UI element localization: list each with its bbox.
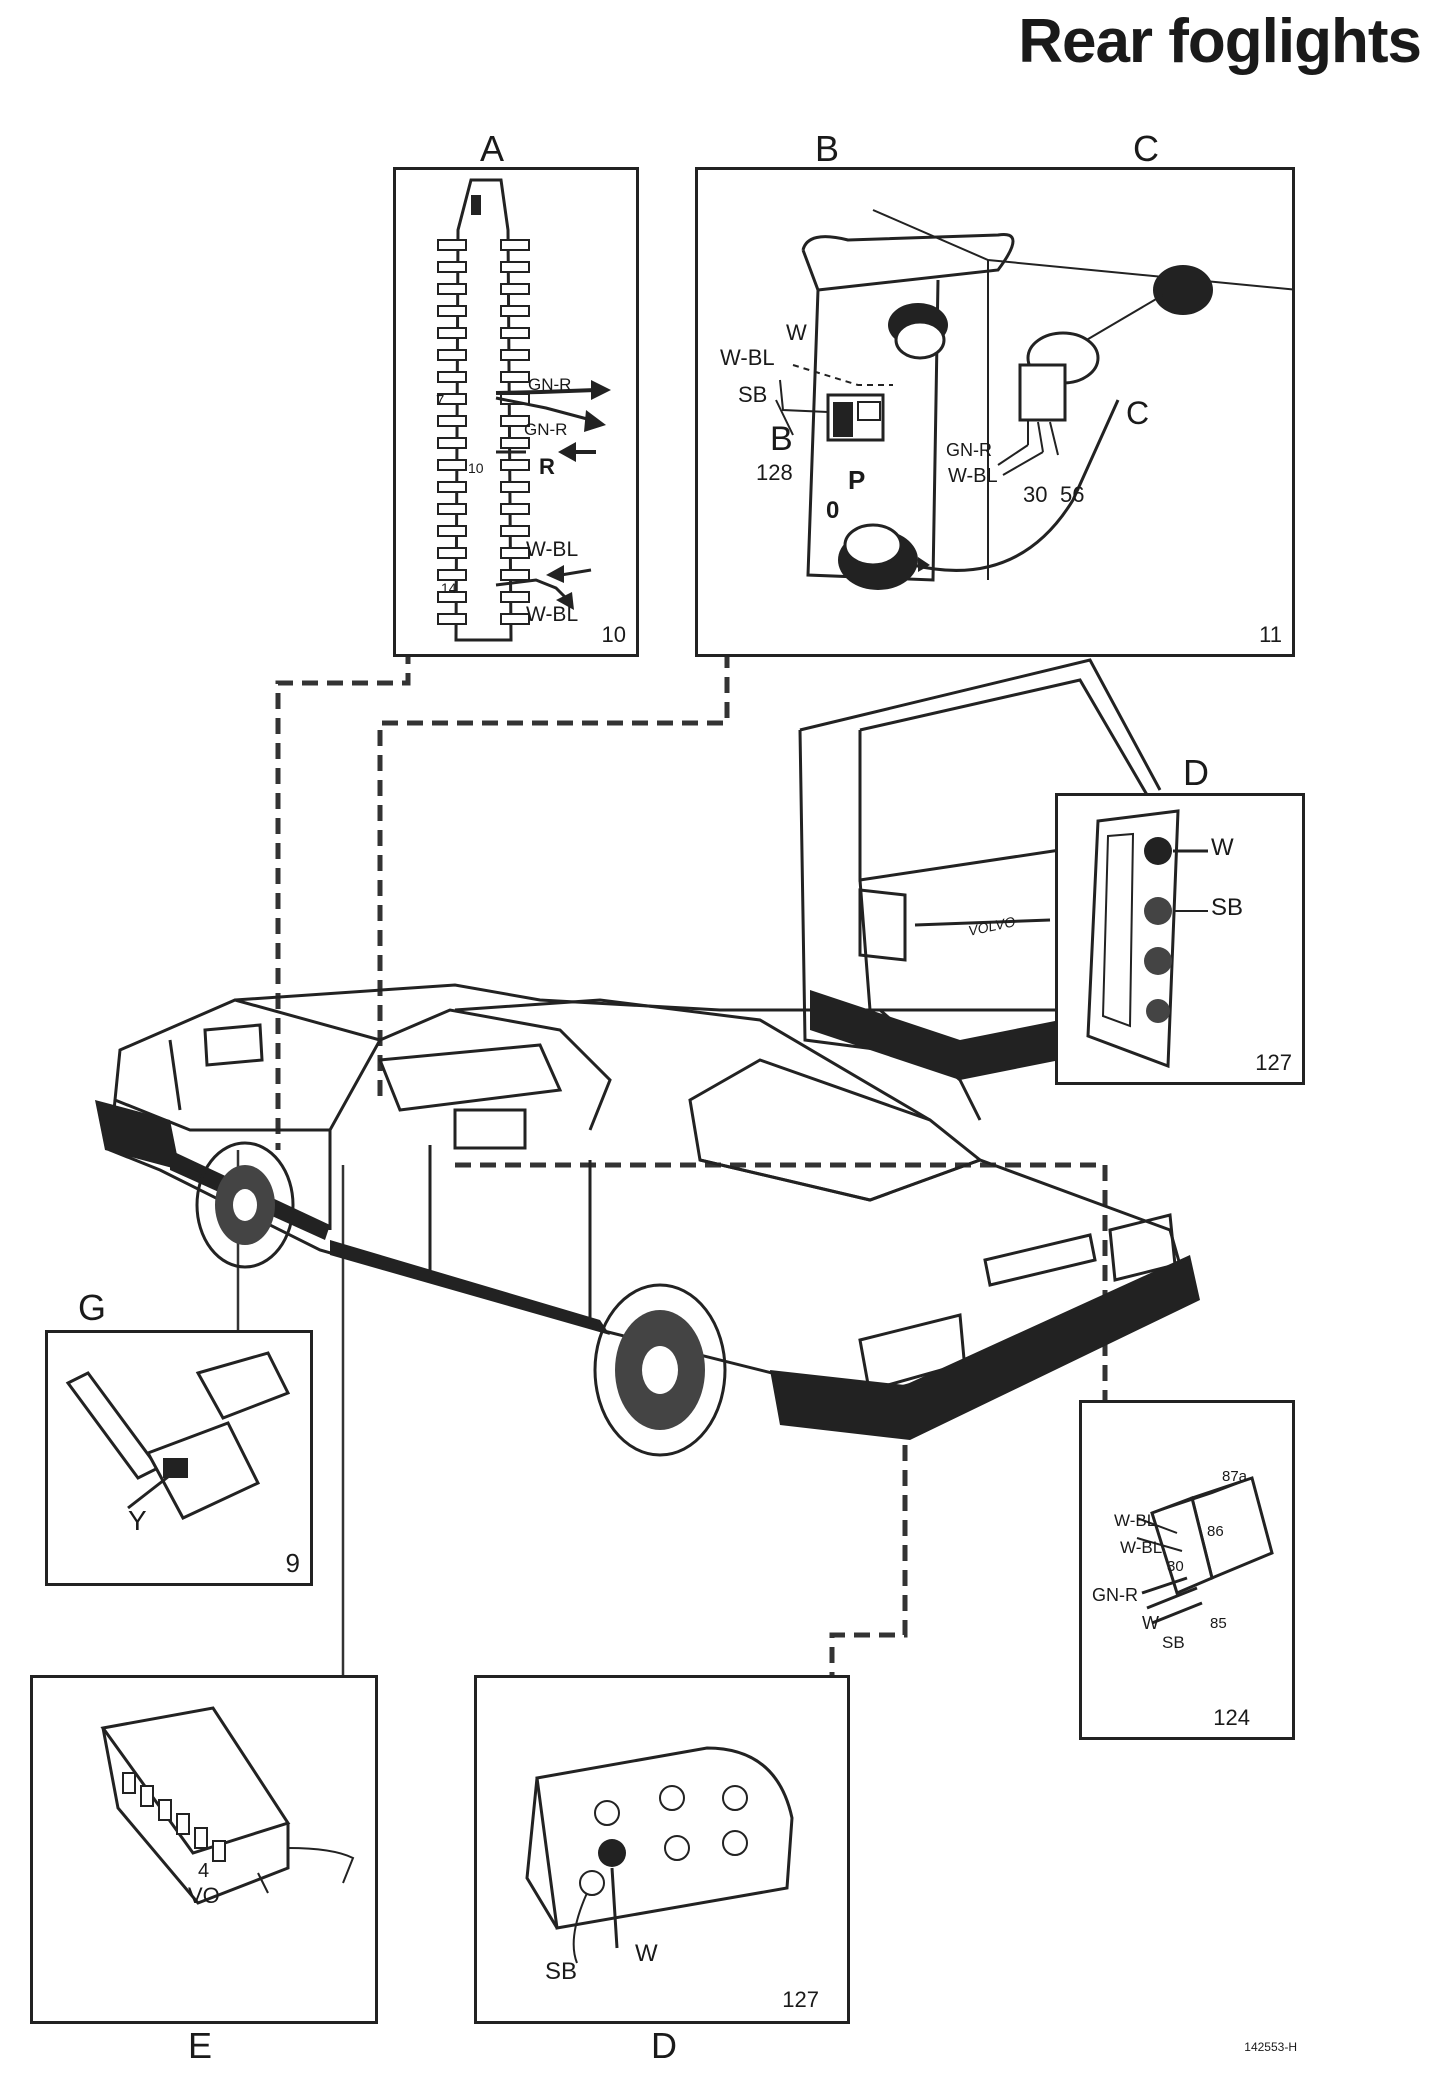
switch-wire-wbl: W-BL [720, 345, 775, 370]
panel-g-fuse-box: Y 9 [45, 1330, 313, 1586]
car-illustration [95, 983, 1200, 1457]
page-ref-d-top: 127 [1255, 1050, 1292, 1075]
wagon-illustration [798, 658, 1162, 1080]
connector-pin-4: 4 [198, 1860, 210, 1882]
connector-label-vo: VO [188, 1883, 220, 1908]
panel-d-bottom-lamp: SB W 127 [474, 1675, 850, 2024]
terminal-56: 56 [1060, 482, 1085, 507]
connector-d-bottom [829, 1420, 908, 1675]
page-ref-g: 9 [285, 1548, 300, 1578]
reference-code: 142553-H [1244, 2040, 1297, 2054]
switch-ref-number: 128 [756, 460, 793, 485]
page-ref-bc: 11 [1259, 622, 1282, 647]
relay-terminal-30: 30 [1167, 1558, 1184, 1575]
panel-letter-d-bottom: D [651, 2025, 677, 2066]
lamp-bottom-wire-sb: SB [545, 1958, 578, 1985]
connector-a [275, 648, 411, 1150]
switch-wire-wbl-c: W-BL [948, 465, 998, 487]
page-ref-a: 10 [601, 622, 626, 647]
connector-b [377, 652, 730, 1100]
pin-14: 14 [441, 580, 457, 596]
fuse-label-y: Y [128, 1505, 147, 1536]
page-ref-f: 124 [1213, 1705, 1250, 1730]
relay-wire-sb: SB [1162, 1633, 1185, 1652]
panel-bc-switch: W W-BL SB B 128 P 0 C GN-R W-BL 30 56 11 [695, 167, 1295, 657]
relay-wire-gnr: GN-R [1092, 1585, 1138, 1605]
switch-label-p: P [848, 465, 866, 495]
panel-f-relay: 87a W-BL 86 W-BL 30 GN-R W SB 85 124 [1079, 1400, 1295, 1740]
wire-gnr-2: GN-R [524, 420, 568, 439]
panel-e-connector: 4 VO [30, 1675, 378, 2024]
lamp-wire-w: W [1211, 834, 1234, 861]
switch-wire-w: W [786, 320, 807, 345]
panel-letter-b: B [815, 128, 840, 169]
terminal-30: 30 [1023, 482, 1048, 507]
lamp-bottom-wire-w: W [635, 1940, 658, 1967]
switch-wire-gnr: GN-R [946, 440, 992, 460]
switch-wire-sb: SB [738, 382, 768, 407]
panel-letter-g: G [78, 1287, 107, 1328]
wire-wbl-2: W-BL [526, 603, 579, 626]
wire-r: R [539, 454, 555, 479]
relay-terminal-86: 86 [1207, 1523, 1224, 1540]
relay-terminal-85: 85 [1210, 1615, 1227, 1632]
wire-wbl-1: W-BL [526, 538, 579, 561]
lamp-wire-sb: SB [1211, 894, 1244, 921]
panel-letter-c: C [1133, 128, 1159, 169]
panel-letter-d-top: D [1183, 752, 1209, 793]
panel-a-fuse-terminal: 7 GN-R GN-R 10 R W-BL 14 W-BL 10 [393, 167, 639, 657]
panel-letter-e: E [188, 2025, 213, 2066]
switch-label-zero: 0 [826, 497, 840, 524]
relay-wire-w: W [1142, 1613, 1159, 1633]
panel-d-top-lamp: W SB 127 [1055, 793, 1305, 1085]
relay-terminal-87a: 87a [1222, 1468, 1248, 1485]
pin-7: 7 [436, 392, 445, 409]
relay-wire-wbl-1: W-BL [1114, 1511, 1157, 1530]
relay-wire-wbl-2: W-BL [1120, 1538, 1163, 1557]
wire-gnr-1: GN-R [528, 375, 572, 394]
panel-letter-a: A [480, 128, 505, 169]
page-title: Rear foglights [1018, 7, 1422, 76]
page-ref-d-bottom: 127 [782, 1987, 819, 2012]
switch-label-c: C [1126, 395, 1150, 431]
pin-10: 10 [468, 460, 484, 476]
switch-label-b: B [770, 420, 793, 458]
